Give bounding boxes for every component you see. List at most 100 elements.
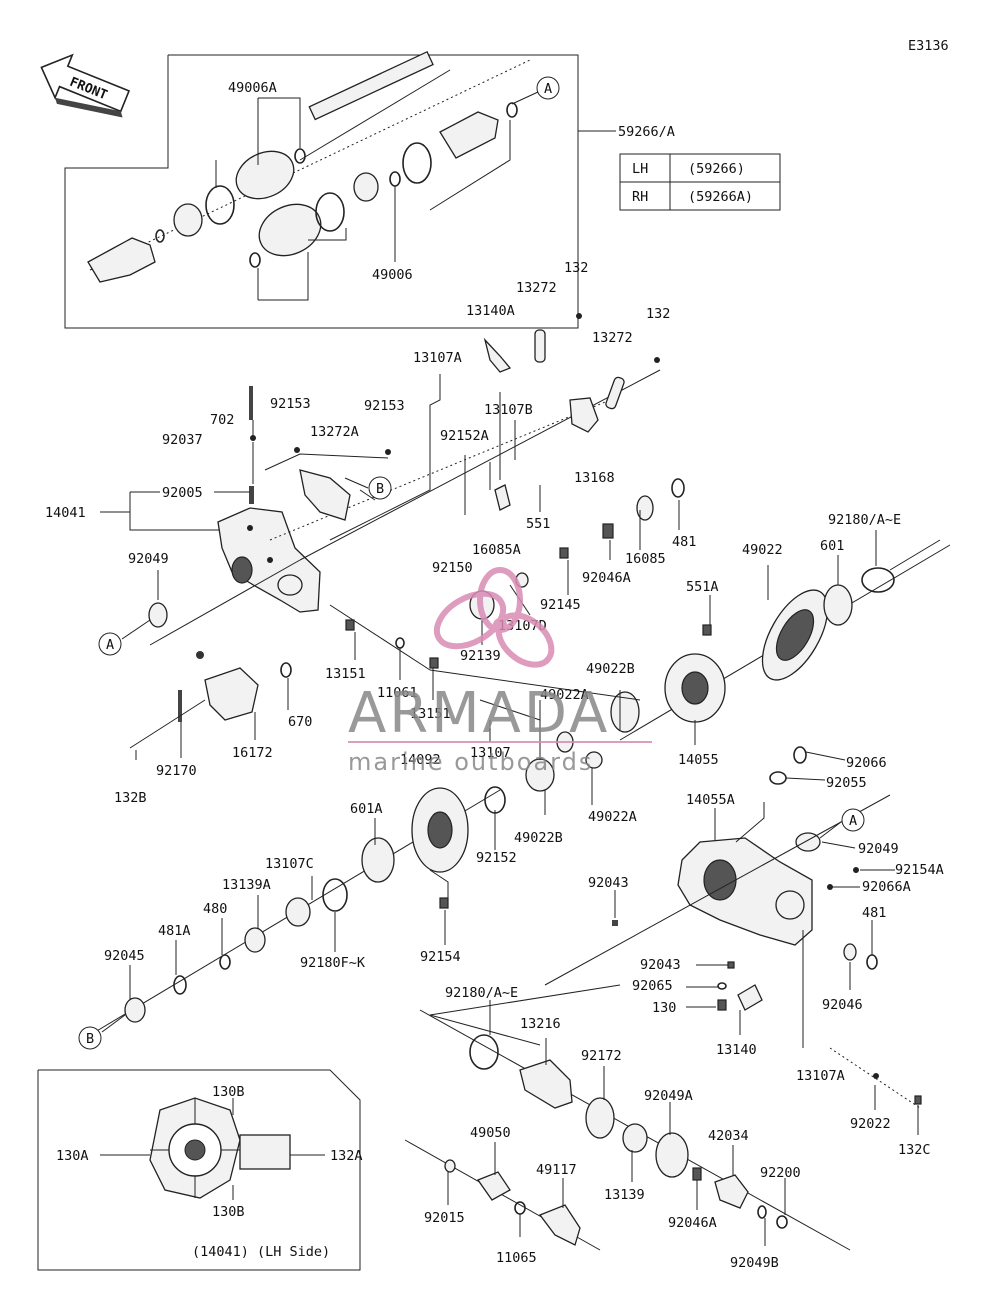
label-92043-a: 92043	[588, 875, 629, 891]
callout-circles: A B A A B	[78, 76, 865, 1050]
label-92049-left: 92049	[128, 551, 169, 567]
label-92046A-top: 92046A	[582, 570, 631, 586]
label-11065: 11065	[496, 1250, 537, 1266]
label-14041: 14041	[45, 505, 86, 521]
callout-a-top: A	[544, 81, 552, 97]
label-13216: 13216	[520, 1016, 561, 1032]
label-92065: 92065	[632, 978, 673, 994]
part-number-labels: 49006A 59266/A 49006 132 13272 13140A 13…	[45, 80, 944, 1271]
label-481-right: 481	[862, 905, 886, 921]
label-92170: 92170	[156, 763, 197, 779]
label-59266A: 59266/A	[618, 124, 675, 140]
gear-case-housing-14041	[217, 507, 321, 613]
label-92037: 92037	[162, 432, 203, 448]
label-92045: 92045	[104, 948, 145, 964]
label-92046: 92046	[822, 997, 863, 1013]
label-92180FK: 92180F~K	[300, 955, 366, 971]
label-92152: 92152	[476, 850, 517, 866]
label-14055A: 14055A	[686, 792, 735, 808]
label-92015: 92015	[424, 1210, 465, 1226]
leader-lines	[100, 91, 941, 1246]
callout-a-right: A	[849, 813, 857, 829]
label-14092: 14092	[400, 752, 441, 768]
callout-b-bottom: B	[86, 1031, 94, 1047]
label-49022A-top: 49022A	[540, 687, 589, 703]
label-16085A: 16085A	[472, 542, 521, 558]
label-13272-a: 13272	[516, 280, 557, 296]
table-row-rh-part: (59266A)	[688, 189, 753, 205]
label-92139: 92139	[460, 648, 501, 664]
watermark-logo-icon	[433, 567, 555, 668]
label-132B: 132B	[114, 790, 147, 806]
label-16172: 16172	[232, 745, 273, 761]
label-670: 670	[288, 714, 312, 730]
label-13139A: 13139A	[222, 877, 271, 893]
label-92055: 92055	[826, 775, 867, 791]
table-row-lh-side: LH	[632, 161, 648, 177]
label-92153-a: 92153	[270, 396, 311, 412]
table-row-rh-side: RH	[632, 189, 648, 205]
table-row-lh-part: (59266)	[688, 161, 745, 177]
label-551A: 551A	[686, 579, 719, 595]
callout-b-mid: B	[376, 481, 384, 497]
left-side-parts	[129, 559, 641, 749]
label-601: 601	[820, 538, 844, 554]
label-13168: 13168	[574, 470, 615, 486]
label-92046A-bottom: 92046A	[668, 1215, 717, 1231]
rear-shaft-parts	[89, 786, 506, 1036]
label-13107A-top: 13107A	[413, 350, 462, 366]
label-13272A: 13272A	[310, 424, 359, 440]
label-13140: 13140	[716, 1042, 757, 1058]
label-92043-b: 92043	[640, 957, 681, 973]
label-92154: 92154	[420, 949, 461, 965]
watermark-tagline: marine outboards	[348, 748, 593, 776]
label-49050: 49050	[470, 1125, 511, 1141]
output-shaft-parts	[404, 1009, 851, 1251]
label-92005: 92005	[162, 485, 203, 501]
label-92172: 92172	[581, 1048, 622, 1064]
label-92150: 92150	[432, 560, 473, 576]
label-49117: 49117	[536, 1162, 577, 1178]
diagram-code: E3136	[908, 38, 949, 54]
inset-caption: (14041) (LH Side)	[192, 1244, 330, 1260]
label-92049B: 92049B	[730, 1255, 779, 1271]
label-13272-b: 13272	[592, 330, 633, 346]
gear-case-housing-14055A	[544, 746, 922, 1109]
label-92154A: 92154A	[895, 862, 944, 878]
label-92066: 92066	[846, 755, 887, 771]
label-551: 551	[526, 516, 550, 532]
label-13151-a: 13151	[325, 666, 366, 682]
label-49022B-bottom: 49022B	[514, 830, 563, 846]
watermark: ARMADA marine outboards	[348, 567, 652, 776]
label-49006: 49006	[372, 267, 413, 283]
label-92049-right: 92049	[858, 841, 899, 857]
label-130: 130	[652, 1000, 676, 1016]
label-49022A-bottom: 49022A	[588, 809, 637, 825]
label-92180AE-bottom: 92180/A~E	[445, 985, 518, 1001]
drive-shaft-assembly-outline	[64, 54, 616, 329]
label-601A: 601A	[350, 801, 383, 817]
label-481A: 481A	[158, 923, 191, 939]
label-49006A: 49006A	[228, 80, 277, 96]
label-42034: 42034	[708, 1128, 749, 1144]
label-14055: 14055	[678, 752, 719, 768]
shift-fork-parts	[249, 313, 685, 620]
label-132C: 132C	[898, 1142, 931, 1158]
label-49022B-top: 49022B	[586, 661, 635, 677]
label-130B-top: 130B	[212, 1084, 245, 1100]
label-130B-bottom: 130B	[212, 1204, 245, 1220]
label-49022: 49022	[742, 542, 783, 558]
label-13151-b: 13151	[410, 706, 451, 722]
label-13107B: 13107B	[484, 402, 533, 418]
drive-shaft-parts	[87, 50, 531, 301]
label-702: 702	[210, 412, 234, 428]
label-132A: 132A	[330, 1148, 363, 1164]
label-11061: 11061	[377, 685, 418, 701]
label-481-top: 481	[672, 534, 696, 550]
differential-parts	[479, 544, 951, 792]
label-13107: 13107	[470, 745, 511, 761]
side-table: LH (59266) RH (59266A)	[619, 153, 781, 211]
label-92049A: 92049A	[644, 1088, 693, 1104]
